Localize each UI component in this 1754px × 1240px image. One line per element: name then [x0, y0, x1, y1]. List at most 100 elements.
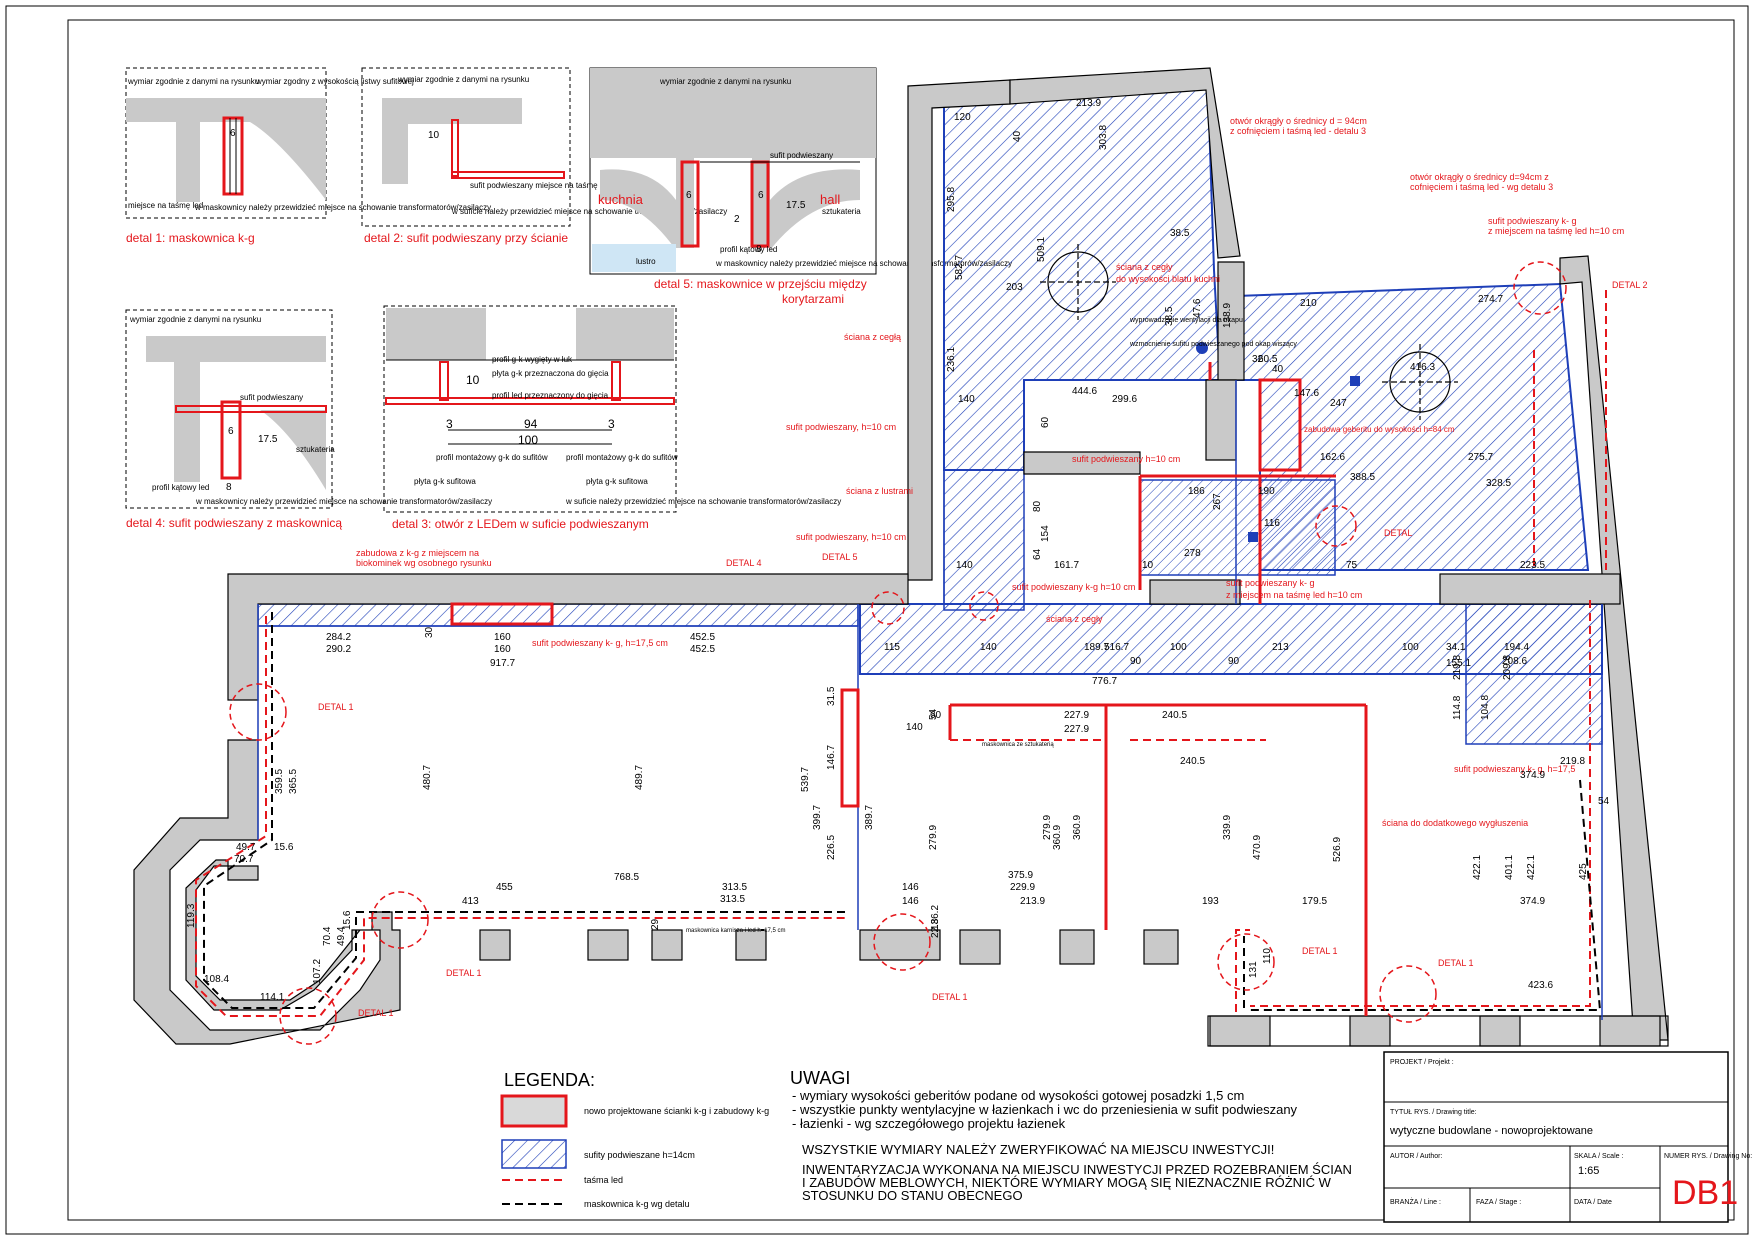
- plan-label: DETAL 1: [1302, 946, 1338, 956]
- plan-label: DETAL 1: [1438, 958, 1474, 968]
- plan-label: sufit podwieszany k- g: [1226, 578, 1315, 588]
- dimension-label: 189.7: [1084, 642, 1109, 653]
- dimension-label: 60.5: [1258, 354, 1278, 365]
- dimension-label: 194.4: [1504, 642, 1529, 653]
- detail-5-note: sufit podwieszany: [770, 151, 833, 160]
- wall-south-pier: [1479, 1015, 1521, 1047]
- plan-label: sufit podwieszany k-g h=10 cm: [1012, 582, 1135, 592]
- detail-2-title: detal 2: sufit podwieszany przy ścianie: [364, 231, 568, 245]
- plan-label: wzmocnienie sufitu podwieszanego pod oka…: [1129, 341, 1297, 348]
- dimension-label: 422.1: [1472, 855, 1483, 880]
- dimension-label: 267: [1212, 493, 1223, 510]
- detail-4-dim: 8: [226, 482, 232, 493]
- dimension-label: 223.5: [1520, 560, 1545, 571]
- dimension-label: 236.1: [946, 347, 957, 372]
- detail-1-title: detal 1: maskownica k-g: [126, 231, 255, 245]
- ceiling-hatch-corridor-left: [943, 469, 1025, 611]
- detail-2-note: sufit podwieszany miejsce na taśmę led: [470, 181, 611, 190]
- plan-label: DETAL 1: [446, 968, 482, 978]
- notes-inventory: I ZABUDÓW MEBLOWYCH, NIEKTÓRE WYMIARY MO…: [802, 1175, 1332, 1190]
- wall-south-pier: [1209, 1015, 1271, 1047]
- dimension-label: 247: [1330, 398, 1347, 409]
- dimension-label: 295.8: [946, 187, 957, 212]
- wall-south-pier: [735, 929, 767, 961]
- dimension-label: 278: [1184, 548, 1201, 559]
- title-block-author-label: AUTOR / Author:: [1390, 1153, 1442, 1160]
- dimension-label: 15.6: [342, 910, 353, 930]
- dimension-label: 34.1: [1446, 642, 1466, 653]
- dimension-label: 526.9: [1332, 837, 1343, 862]
- detail-2-note: wymiar zgodnie z danymi na rysunku: [397, 75, 529, 84]
- detail-4: wymiar zgodnie z danymi na rysunku sufit…: [125, 309, 492, 530]
- detail-4-dim: 17.5: [258, 434, 278, 445]
- title-block-faza-label: FAZA / Stage :: [1476, 1199, 1521, 1206]
- dimension-label: 401.1: [1504, 855, 1515, 880]
- dimension-label: 516.7: [1104, 642, 1129, 653]
- dimension-label: 388.5: [1350, 472, 1375, 483]
- dimension-label: 147.6: [1294, 388, 1319, 399]
- dimension-label: 160: [494, 644, 511, 655]
- dimension-label: 768.5: [614, 872, 639, 883]
- plan-label: cofnięciem i taśmą led - wg detalu 3: [1410, 182, 1553, 192]
- dimension-label: 240.5: [1162, 710, 1187, 721]
- dimension-label: 75: [1346, 560, 1358, 571]
- dimension-label: 290.2: [326, 644, 351, 655]
- dimension-label: 70.7: [234, 854, 254, 865]
- title-block-branza-label: BRANŻA / Line :: [1390, 1197, 1441, 1206]
- wall-north: [1009, 67, 1241, 259]
- dimension-label: 227.9: [1064, 710, 1089, 721]
- detail-4-dim: 6: [228, 426, 234, 437]
- dimension-label: 146: [902, 882, 919, 893]
- plan-label: ściana z lustrami: [846, 486, 913, 496]
- plan-label: sufit podwieszany k- g, h=17,5: [1454, 764, 1575, 774]
- dimension-label: 399.7: [812, 805, 823, 830]
- new-wall-geberit: [1258, 378, 1302, 472]
- title-block-scale-value: 1:65: [1578, 1165, 1599, 1177]
- dimension-label: 489.7: [634, 765, 645, 790]
- dimension-label: 209.8: [1502, 655, 1513, 680]
- legend-item-label: taśma led: [584, 1175, 623, 1185]
- dimension-label: 140: [958, 394, 975, 405]
- wall-inner-column: [1205, 379, 1237, 461]
- dimension-label: 227.9: [1064, 724, 1089, 735]
- dimension-label: 136.2: [930, 905, 941, 930]
- plan-label: z miejscem na taśmę led h=10 cm: [1226, 590, 1362, 600]
- dimension-label: 365.5: [288, 769, 299, 794]
- dimension-label: 115: [884, 642, 900, 653]
- detail-2: wymiar zgodnie z danymi na rysunku sufit…: [361, 67, 727, 245]
- detail-2-dim: 10: [428, 130, 440, 141]
- detail-5-note: profil kątowy led: [720, 245, 777, 254]
- detail-5-note: w maskownicy należy przewidzieć miejsce …: [715, 259, 1012, 268]
- plan-label: wyprowadzenie wentylacji dla okapu: [1129, 317, 1243, 324]
- new-wall-biokominek: [450, 602, 554, 626]
- plan-label: sufit podwieszany, h=10 cm: [786, 422, 896, 432]
- legend-swatch-ceiling: [501, 1139, 567, 1169]
- dimension-label: 90: [1130, 656, 1142, 667]
- dimension-label: 229.9: [1010, 882, 1035, 893]
- detail-5-room: hall: [820, 192, 840, 207]
- dimension-label: 213: [1272, 642, 1289, 653]
- dimension-label: 60: [930, 710, 942, 721]
- detail-4-note: sufit podwieszany: [240, 393, 303, 402]
- plan-labels: otwór okrągły o średnicy d = 94cm z cofn…: [318, 116, 1648, 1018]
- dimension-label: 161.7: [1054, 560, 1079, 571]
- detail-1-note: miejsce na taśmę led: [128, 201, 203, 210]
- title-block-project-label: PROJEKT / Projekt :: [1390, 1059, 1454, 1066]
- dimension-label: 114.1: [260, 992, 285, 1003]
- dimension-label: 138.9: [1222, 303, 1233, 328]
- wall-south-pier: [1349, 1015, 1391, 1047]
- dimension-label: 480.7: [422, 765, 433, 790]
- plan-label: maskownica karnisza i led h=17,5 cm: [686, 928, 786, 934]
- plan-label: z miejscem na taśmę led h=10 cm: [1488, 226, 1624, 236]
- detail-1-dim: 6: [230, 128, 236, 139]
- dimension-label: 416.3: [1410, 362, 1435, 373]
- plan-label: do wysokości blatu kuchni: [1116, 274, 1220, 284]
- legend-swatch-walls: [500, 1094, 568, 1128]
- dimension-label: 203: [1006, 282, 1023, 293]
- dimension-label: 219.8: [1452, 655, 1463, 680]
- dimension-label: 359.5: [274, 769, 285, 794]
- detail-4-note: profil kątowy led: [152, 483, 209, 492]
- dimension-label: 54: [928, 708, 939, 720]
- dimension-label: 120: [954, 112, 971, 123]
